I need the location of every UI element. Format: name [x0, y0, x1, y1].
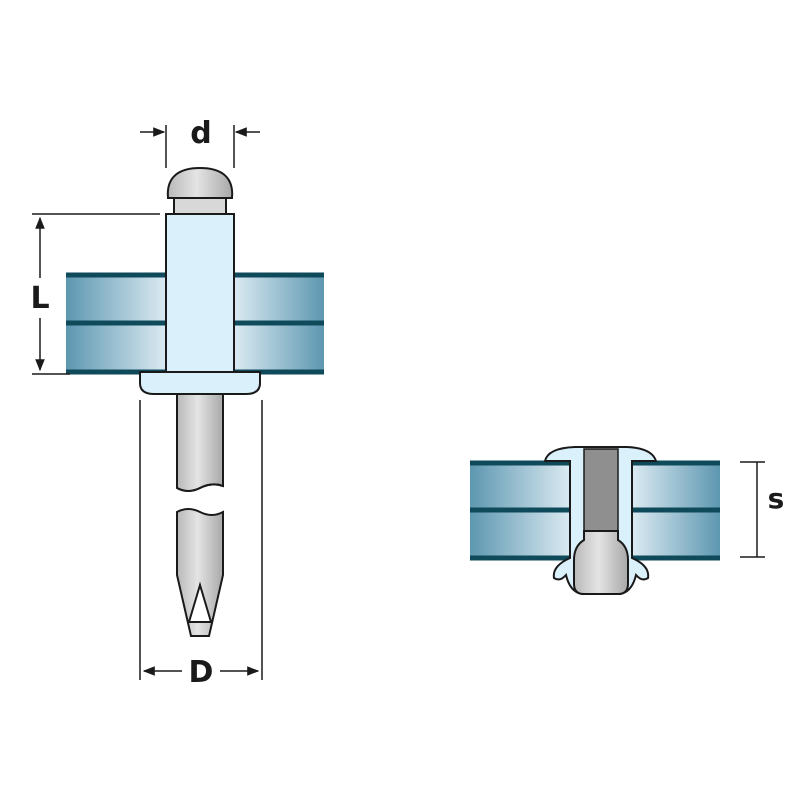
mandrel-head-set [573, 530, 629, 595]
rivet-flange [139, 371, 261, 395]
label-d: d [190, 116, 211, 151]
dimension-s: s [740, 461, 785, 558]
label-l: L [30, 281, 49, 316]
label-s: s [768, 482, 785, 515]
mandrel-remnant [583, 448, 619, 532]
mandrel-stem-upper [176, 393, 224, 492]
mandrel-stem-lower [176, 508, 224, 637]
unset-rivet: d L D [30, 116, 324, 690]
mandrel-head [166, 166, 234, 199]
mandrel-tip-notch [187, 581, 213, 623]
dimension-big-d: D [139, 400, 263, 690]
label-big-d: D [189, 655, 214, 690]
set-rivet: s [470, 446, 785, 595]
rivet-sleeve [165, 213, 235, 373]
mandrel-neck [173, 197, 227, 215]
dimension-d: d [140, 116, 260, 168]
dimension-l: L [30, 213, 160, 375]
plates-right [470, 460, 720, 561]
